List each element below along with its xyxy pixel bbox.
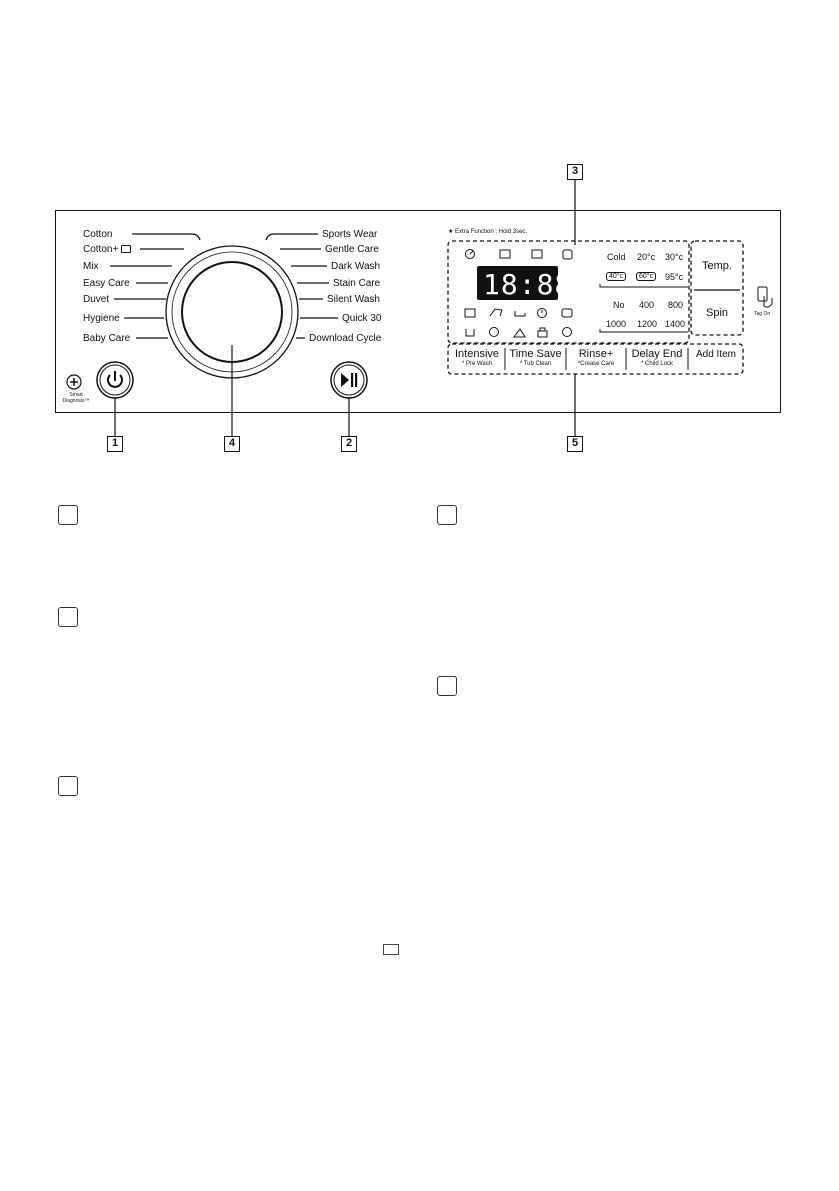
rinse-plus-sub: *Crease Care: [577, 361, 615, 367]
program-download-cycle[interactable]: Download Cycle: [309, 333, 382, 344]
led-display: 18:88: [477, 266, 571, 301]
control-panel: [55, 210, 781, 413]
callout-5: 5: [567, 436, 583, 452]
legend-box: [437, 505, 457, 525]
add-item-button[interactable]: Add Item: [695, 349, 737, 360]
temp-cold: Cold: [607, 252, 626, 262]
legend-box: [58, 776, 78, 796]
spin-button[interactable]: Spin: [705, 307, 729, 319]
program-cotton-plus[interactable]: Cotton+: [83, 244, 132, 255]
spin-1000: 1000: [606, 319, 627, 329]
program-dark-wash[interactable]: Dark Wash: [331, 261, 381, 272]
callout-3: 3: [567, 164, 583, 180]
small-box-icon: [383, 944, 399, 955]
led-display-digits: 18:88: [483, 268, 573, 301]
rinse-plus-button[interactable]: Rinse+: [578, 348, 614, 360]
time-save-sub: * Tub Clean: [519, 361, 552, 367]
intensive-button[interactable]: Intensive: [454, 348, 500, 360]
spin-800: 800: [668, 300, 684, 310]
program-stain-care[interactable]: Stain Care: [333, 278, 381, 289]
program-hygiene[interactable]: Hygiene: [83, 313, 120, 324]
temp-60: 60°c: [636, 272, 657, 281]
power-button-ring: [96, 361, 134, 399]
extra-function-note: ★ Extra Function : Hold 3sec.: [448, 229, 528, 235]
program-dial[interactable]: [182, 262, 282, 362]
program-cotton[interactable]: Cotton: [83, 229, 113, 240]
smart-diagnosis-label: Smart Diagnosis™: [62, 392, 90, 404]
callout-2: 2: [341, 436, 357, 452]
program-silent-wash[interactable]: Silent Wash: [327, 294, 380, 305]
legend-box: [437, 676, 457, 696]
delay-end-sub: * Child Lock: [640, 361, 673, 367]
program-sports-wear[interactable]: Sports Wear: [322, 229, 378, 240]
temp-button[interactable]: Temp.: [702, 260, 732, 272]
delay-end-button[interactable]: Delay End: [631, 348, 683, 360]
program-gentle-care[interactable]: Gentle Care: [325, 244, 379, 255]
temp-95: 95°c: [665, 272, 684, 282]
spin-no: No: [613, 300, 625, 310]
program-mix[interactable]: Mix: [83, 261, 99, 272]
callout-4: 4: [224, 436, 240, 452]
program-easy-care[interactable]: Easy Care: [83, 278, 130, 289]
time-save-button[interactable]: Time Save: [509, 348, 562, 360]
start-pause-button[interactable]: [331, 362, 367, 398]
cotton-plus-symbol-icon: [121, 245, 132, 254]
temp-40: 40°c: [606, 272, 627, 281]
power-button[interactable]: [97, 362, 133, 398]
legend-box: [58, 505, 78, 525]
intensive-sub: * Pre Wash: [461, 361, 493, 367]
callout-1: 1: [107, 436, 123, 452]
program-baby-care[interactable]: Baby Care: [83, 333, 131, 344]
spin-1200: 1200: [637, 319, 658, 329]
temp-20: 20°c: [637, 252, 656, 262]
program-quick-30[interactable]: Quick 30: [342, 313, 382, 324]
legend-box: [58, 607, 78, 627]
temp-30: 30°c: [665, 252, 684, 262]
program-duvet[interactable]: Duvet: [83, 294, 110, 305]
spin-400: 400: [639, 300, 655, 310]
tag-on-label: Tag On: [754, 311, 771, 317]
spin-1400: 1400: [665, 319, 686, 329]
